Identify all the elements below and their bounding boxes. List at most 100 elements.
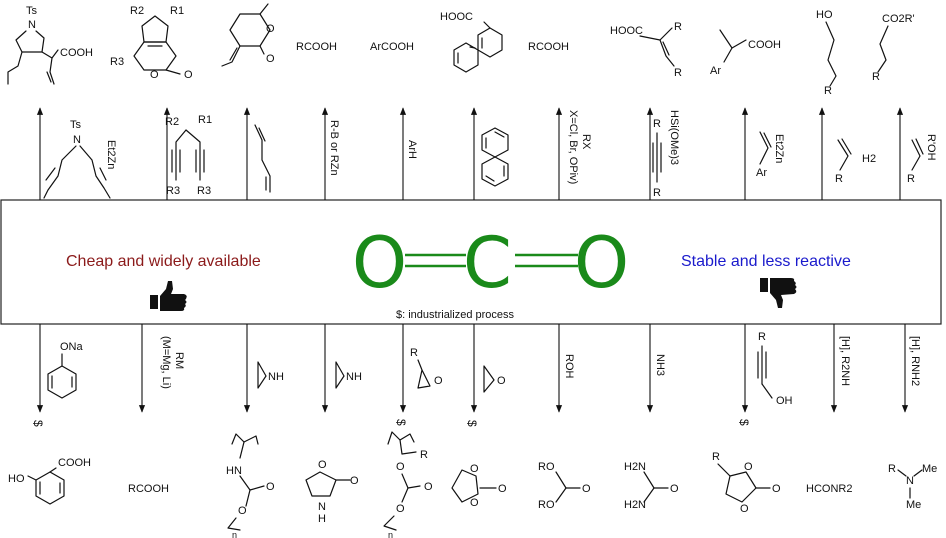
bottom-reagent-10: [H], R2NH — [839, 336, 851, 386]
top-arrows — [36, 107, 904, 200]
top-product-1: Ts N COOH — [7, 5, 93, 85]
co2-molecule: O C O — [352, 222, 629, 304]
svg-text:Et2Zn: Et2Zn — [773, 134, 785, 163]
svg-text:O: O — [318, 459, 327, 471]
bottom-reagent-9: R OH $ — [737, 331, 793, 426]
top-reagent-9: Ar Et2Zn — [756, 131, 785, 179]
svg-text:R3: R3 — [166, 185, 180, 197]
svg-text:RM: RM — [173, 352, 185, 369]
svg-text:R3: R3 — [197, 185, 211, 197]
bottom-product-11: R N Me Me — [888, 463, 937, 511]
svg-text:Ts: Ts — [70, 119, 82, 131]
svg-text:O: O — [670, 483, 679, 495]
svg-text:Et2Zn: Et2Zn — [105, 140, 117, 169]
top-product-3: O O — [221, 3, 275, 67]
svg-text:R: R — [674, 21, 682, 33]
svg-text:HO: HO — [816, 9, 833, 21]
bottom-arrows — [36, 324, 909, 413]
svg-text:O: O — [266, 53, 275, 65]
svg-text:Ar: Ar — [710, 65, 721, 77]
top-reagent-3 — [254, 124, 271, 193]
svg-text:R3: R3 — [110, 56, 124, 68]
svg-text:OH: OH — [776, 395, 793, 407]
top-reagent-5: ArH — [406, 140, 418, 159]
svg-text:O: O — [498, 483, 507, 495]
svg-text:HSi(OMe)3: HSi(OMe)3 — [668, 110, 680, 165]
right-caption: Stable and less reactive — [681, 253, 851, 270]
top-reagent-8: R R HSi(OMe)3 — [652, 110, 680, 199]
top-product-4: RCOOH — [296, 41, 337, 53]
co2-oxygen-left: O — [352, 222, 407, 304]
top-product-10: CO2R' R — [872, 13, 915, 83]
svg-text:R: R — [872, 71, 880, 83]
top-reagent-6 — [481, 127, 509, 187]
svg-text:O: O — [396, 461, 405, 473]
svg-text:H2: H2 — [862, 153, 876, 165]
thumbs-down-icon — [760, 278, 797, 308]
svg-text:COOH: COOH — [748, 39, 781, 51]
svg-text:Ar: Ar — [756, 167, 767, 179]
bottom-product-5: R O O O n — [383, 431, 433, 538]
top-reagent-7: RX X=Cl, Br, OPiv) — [567, 110, 592, 184]
svg-text:O: O — [744, 461, 753, 473]
bottom-reagent-2: RM (M=Mg, Li) — [160, 336, 185, 389]
svg-text:n: n — [388, 530, 393, 538]
svg-text:HO: HO — [8, 473, 25, 485]
svg-text:Ts: Ts — [26, 5, 38, 17]
svg-text:O: O — [238, 505, 247, 517]
top-product-8: COOH Ar — [710, 29, 781, 77]
svg-text:N: N — [73, 134, 81, 146]
svg-text:NH: NH — [346, 371, 362, 383]
svg-text:N: N — [28, 19, 36, 31]
svg-text:O: O — [150, 69, 159, 81]
svg-text:O: O — [424, 481, 433, 493]
svg-text:O: O — [772, 483, 781, 495]
co2-carbon: C — [463, 222, 512, 304]
svg-text:R2: R2 — [130, 5, 144, 17]
bottom-product-6: O O O — [451, 463, 507, 509]
bottom-reagent-11: [H], RNH2 — [909, 336, 921, 386]
svg-text:RO: RO — [538, 461, 555, 473]
svg-text:H: H — [318, 513, 326, 525]
svg-text:R: R — [712, 451, 720, 463]
top-product-5: ArCOOH — [370, 41, 414, 53]
svg-text:HOOC: HOOC — [610, 25, 643, 37]
bottom-product-2: RCOOH — [128, 483, 169, 495]
svg-text:O: O — [184, 69, 193, 81]
svg-text:O: O — [582, 483, 591, 495]
industrial-note: $: industrialized process — [396, 309, 515, 321]
bottom-reagent-8: NH3 — [654, 354, 666, 376]
svg-text:O: O — [266, 481, 275, 493]
bottom-product-4: O O N H — [305, 459, 359, 525]
bottom-product-9: R O O O — [712, 451, 781, 515]
svg-text:R: R — [410, 347, 418, 359]
svg-text:R1: R1 — [198, 114, 212, 126]
top-reagent-11: R R'OH — [907, 134, 937, 185]
svg-text:O: O — [350, 475, 359, 487]
svg-text:NH: NH — [268, 371, 284, 383]
svg-text:COOH: COOH — [58, 457, 91, 469]
svg-text:RCOOH: RCOOH — [528, 41, 569, 53]
svg-text:O: O — [266, 23, 275, 35]
bottom-reagent-7: ROH — [563, 354, 575, 379]
bottom-reagent-6: O $ — [465, 365, 506, 427]
bottom-reagent-4: NH — [335, 361, 362, 389]
svg-text:R: R — [824, 85, 832, 97]
svg-text:CO2R': CO2R' — [882, 13, 915, 25]
bottom-reagent-1: ONa $ — [31, 341, 84, 427]
svg-text:$: $ — [31, 420, 45, 427]
svg-text:R1: R1 — [170, 5, 184, 17]
svg-text:R: R — [758, 331, 766, 343]
svg-text:O: O — [470, 497, 479, 509]
svg-text:R: R — [674, 67, 682, 79]
svg-text:HOOC: HOOC — [440, 11, 473, 23]
svg-text:$: $ — [394, 419, 408, 426]
thumbs-up-icon — [150, 281, 187, 311]
svg-text:R: R — [653, 118, 661, 130]
co2-oxygen-right: O — [574, 222, 629, 304]
svg-text:ONa: ONa — [60, 341, 84, 353]
svg-text:R'OH: R'OH — [925, 134, 937, 161]
svg-text:RX: RX — [580, 134, 592, 150]
svg-text:HN: HN — [226, 465, 242, 477]
